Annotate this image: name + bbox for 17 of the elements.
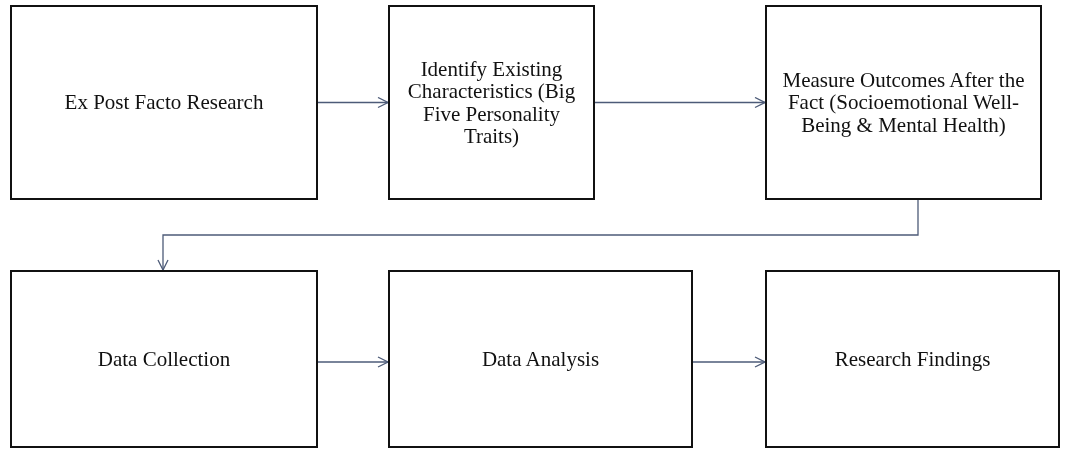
box-label: Data Collection bbox=[97, 347, 231, 370]
arrow bbox=[157, 199, 919, 271]
box-label: Measure Outcomes After the Fact (Socioemotional Well-Being & Mental Health) bbox=[781, 69, 1026, 136]
process-box bbox=[765, 5, 1042, 200]
box-label: Research Findings bbox=[834, 347, 991, 370]
process-box bbox=[388, 5, 595, 200]
box-label: Data Analysis bbox=[481, 347, 600, 370]
arrow bbox=[692, 356, 766, 368]
arrow bbox=[317, 96, 389, 109]
process-box bbox=[765, 270, 1060, 448]
arrow bbox=[594, 96, 766, 109]
process-box bbox=[10, 270, 318, 448]
process-box bbox=[10, 5, 318, 200]
box-label: Identify Existing Characteristics (Big Five Personality Traits) bbox=[406, 58, 577, 147]
arrow bbox=[317, 356, 389, 368]
box-label: Ex Post Facto Research bbox=[64, 91, 264, 114]
process-box bbox=[388, 270, 693, 448]
